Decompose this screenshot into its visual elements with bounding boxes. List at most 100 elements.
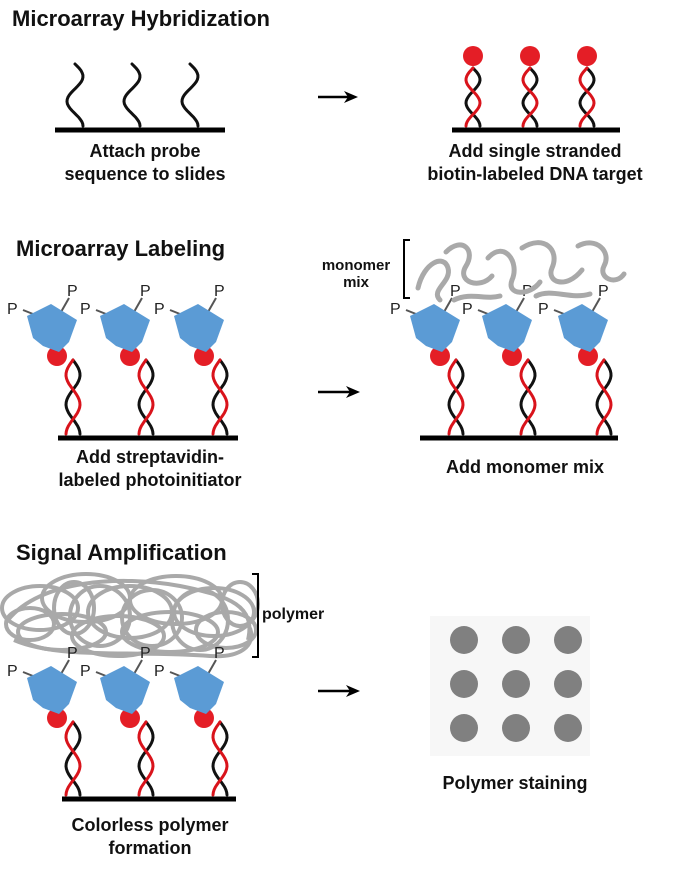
hybridization-title: Microarray Hybridization [12, 6, 270, 31]
stained-spot [450, 626, 478, 654]
target-strand [64, 358, 82, 436]
probe-strand [211, 358, 229, 436]
polymer-strand [120, 588, 184, 648]
add-monomer-caption: Add monomer mix [400, 456, 650, 479]
arrow-head [346, 386, 360, 398]
biotin-bead-icon [120, 346, 140, 366]
probe-strand [137, 358, 155, 436]
photoinitiator-complex: PP [390, 283, 461, 352]
arrow-head [346, 685, 360, 697]
probe-strand [64, 358, 82, 436]
dna-probe-icon [180, 62, 200, 128]
target-strand [447, 358, 465, 436]
probe-strand [447, 358, 465, 436]
monomer-strand [533, 290, 593, 299]
biotin-bead-icon [520, 46, 540, 66]
initiator-linker [515, 297, 525, 313]
photoinitiator-complex: PP [538, 283, 609, 352]
hybridized-duplex [447, 358, 465, 436]
photoinitiator-letter: P [462, 301, 473, 318]
biotin-bead-icon [502, 346, 522, 366]
hybridized-duplex [519, 358, 537, 436]
hybridized-duplex [137, 720, 155, 797]
colorless-polymer-caption: Colorless polymer formation [30, 814, 270, 860]
target-strand [595, 358, 613, 436]
target-strand [137, 358, 155, 436]
polymer-label: polymer [262, 606, 325, 623]
probe-strand [595, 358, 613, 436]
dna-probe-icon [122, 62, 142, 128]
stained-spot [554, 714, 582, 742]
stained-spot [450, 670, 478, 698]
probe-strand [137, 720, 155, 797]
target-strand [519, 358, 537, 436]
biotin-bead-icon [120, 708, 140, 728]
biotin-bead-icon [430, 346, 450, 366]
labeling-title: Microarray Labeling [16, 236, 226, 261]
arrow-right-icon [318, 685, 360, 697]
label-line: monomer [321, 257, 391, 274]
photoinitiator-letter: P [538, 301, 549, 318]
photoinitiator-letter: P [67, 645, 78, 662]
initiator-linker [591, 297, 601, 313]
probe-strand [211, 720, 229, 797]
streptavidin-icon [558, 304, 608, 352]
polymer-strand [52, 580, 96, 636]
biotin-bead-icon [47, 708, 67, 728]
polymer-strand [13, 627, 254, 659]
probe-strand [122, 62, 142, 128]
caption-line: Add monomer mix [445, 457, 605, 477]
monomer-strand [519, 240, 585, 285]
streptavidin-icon [482, 304, 532, 352]
streptavidin-icon [410, 304, 460, 352]
polymer-staining-caption: Polymer staining [400, 772, 630, 795]
probe-strand [519, 358, 537, 436]
polymer-strand [120, 610, 220, 654]
probe-strand [180, 62, 200, 128]
streptavidin-icon [174, 666, 224, 714]
caption-line: Polymer staining [442, 773, 588, 793]
photoinitiator-letter: P [390, 301, 401, 318]
label-line: mix [343, 274, 369, 291]
caption-line: labeled photoinitiator [58, 470, 242, 490]
initiator-linker [207, 297, 217, 313]
photoinitiator-letter: P [450, 283, 461, 300]
add-streptavidin-caption: Add streptavidin- labeled photoinitiator [30, 446, 270, 492]
hybridized-duplex [64, 720, 82, 797]
photoinitiator-complex: PP [154, 283, 225, 352]
probe-strand [521, 66, 539, 128]
photoinitiator-letter: P [80, 301, 91, 318]
monomer-strand [485, 248, 543, 295]
arrow-right-icon [318, 386, 360, 398]
biotin-bead-icon [463, 46, 483, 66]
biotin-bead-icon [578, 346, 598, 366]
biotin-bead-icon [47, 346, 67, 366]
monomer-strand [575, 240, 627, 283]
photoinitiator-letter: P [80, 663, 91, 680]
polymer-strand [70, 614, 166, 658]
initiator-linker [60, 659, 70, 675]
polymer-strand [0, 584, 80, 632]
monomer-mix-label: monomer mix [312, 257, 400, 291]
probe-strand [65, 62, 85, 128]
photoinitiator-complex: PP [80, 283, 151, 352]
monomer-strand [443, 242, 495, 286]
attach-probe-caption: Attach probe sequence to slides [45, 140, 245, 186]
streptavidin-icon [27, 304, 77, 352]
target-strand [137, 720, 155, 797]
caption-line: Attach probe [89, 141, 201, 161]
target-strand [211, 720, 229, 797]
polymer-strand [68, 584, 132, 648]
hybridized-duplex [211, 358, 229, 436]
polymer-strand [4, 606, 56, 642]
polymer-strand [6, 578, 252, 641]
caption-line: formation [108, 838, 192, 858]
streptavidin-icon [100, 304, 150, 352]
initiator-linker [60, 297, 70, 313]
caption-line: Add streptavidin- [75, 447, 224, 467]
hybridized-duplex [137, 358, 155, 436]
hybridized-duplex [521, 66, 539, 128]
stained-spot [502, 626, 530, 654]
target-strand [578, 66, 596, 128]
probe-strand [578, 66, 596, 128]
